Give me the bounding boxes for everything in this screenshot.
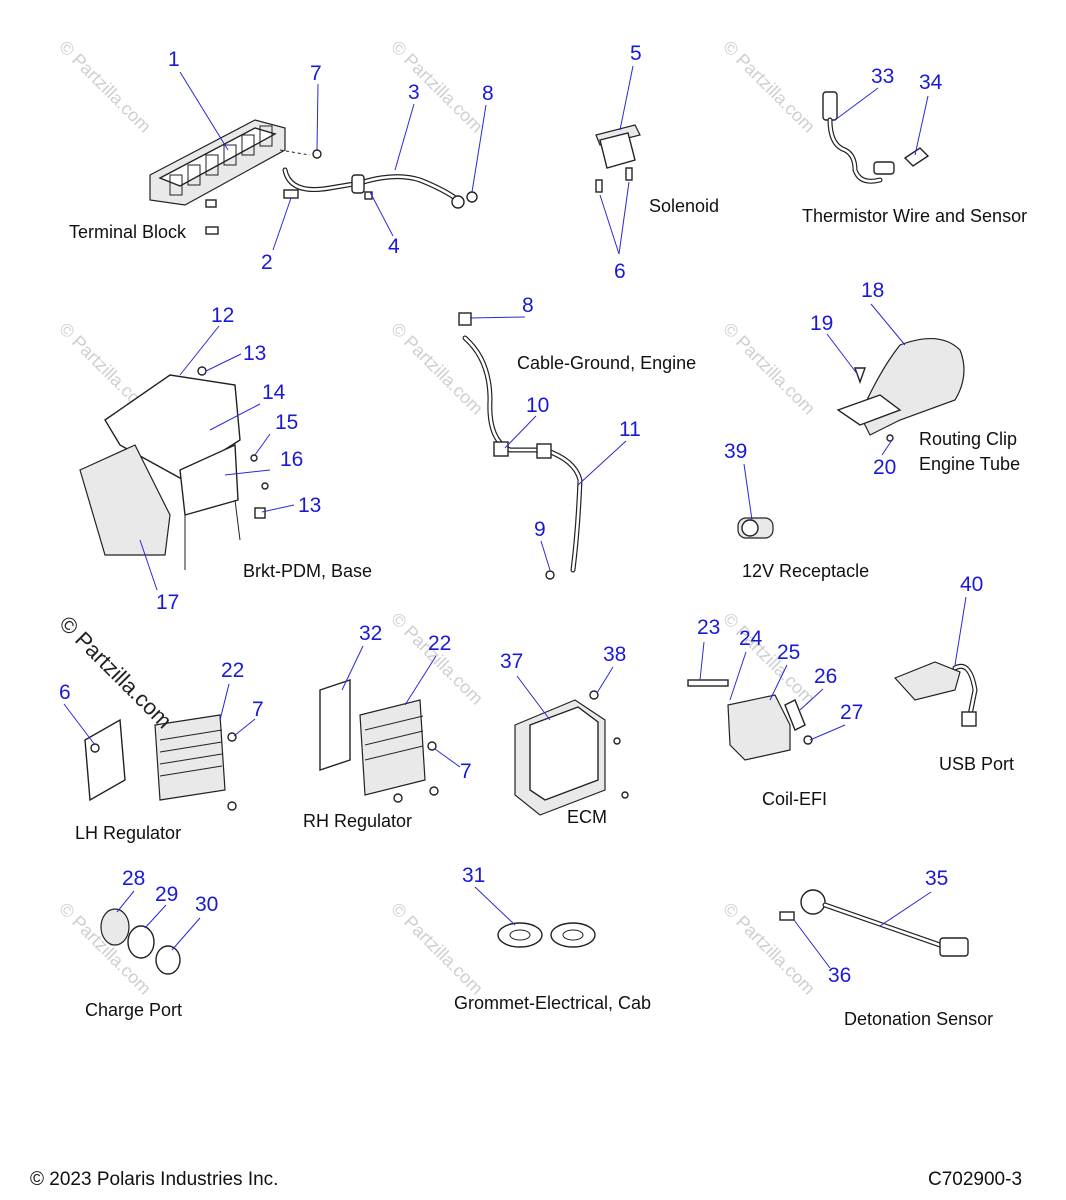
callout-number: 7 (310, 62, 322, 85)
callout-number: 16 (280, 448, 303, 471)
callout-number: 28 (122, 867, 145, 890)
callout-number: 1 (168, 48, 180, 71)
callout-number: 17 (156, 591, 179, 614)
watermark: © Partzilla.com (387, 899, 487, 999)
caption-coil-efi: Coil-EFI (762, 789, 827, 809)
caption-usb-port: USB Port (939, 754, 1014, 774)
bolt-part (205, 189, 299, 235)
callout-number: 20 (873, 456, 896, 479)
callout-number: 10 (526, 394, 549, 417)
callout-number: 15 (275, 411, 298, 434)
ground-cable-group (458, 312, 583, 580)
callout-number: 2 (261, 251, 273, 274)
callout-number: 30 (195, 893, 218, 916)
caption-cable-ground: Cable-Ground, Engine (517, 353, 696, 373)
callout-number: 38 (603, 643, 626, 666)
callout-number: 22 (428, 632, 451, 655)
caption-solenoid: Solenoid (649, 196, 719, 216)
callout-number: 14 (262, 381, 286, 404)
leader-lines (63, 65, 967, 969)
callout-number: 11 (619, 418, 641, 441)
callout-number: 18 (861, 279, 884, 302)
watermark: © Partzilla.com (719, 609, 819, 709)
caption-brkt-pdm: Brkt-PDM, Base (243, 561, 372, 581)
detonation-sensor-group (779, 889, 969, 957)
battery-cable-part (282, 167, 465, 209)
coil-efi-group (687, 679, 813, 761)
watermark: © Partzilla.com (387, 609, 487, 709)
watermark: © Partzilla.com (719, 37, 819, 137)
callout-number: 40 (960, 573, 983, 596)
watermark: © Partzilla.com (719, 899, 819, 999)
caption-terminal-block: Terminal Block (69, 222, 187, 242)
callout-number: 32 (359, 622, 382, 645)
drawing-id: C702900-3 (928, 1169, 1022, 1190)
rh-regulator-group (319, 679, 439, 803)
usb-port-group (893, 661, 978, 727)
callout-number: 27 (840, 701, 863, 724)
callout-number: 24 (739, 627, 763, 650)
callout-number: 22 (221, 659, 244, 682)
callout-number: 3 (408, 81, 420, 104)
callout-number: 36 (828, 964, 851, 987)
callout-number: 37 (500, 650, 523, 673)
watermark: © Partzilla.com (387, 37, 487, 137)
routing-clip-group (836, 337, 965, 442)
callout-number: 19 (810, 312, 833, 335)
callout-number: 12 (211, 304, 234, 327)
caption-rh-regulator: RH Regulator (303, 811, 412, 831)
callout-number: 23 (697, 616, 720, 639)
callout-number: 8 (522, 294, 534, 317)
callout-numbers: 1 2 3 4 5 6 6 7 7 7 8 8 9 10 11 12 13 13… (59, 42, 983, 987)
solenoid-group (595, 124, 641, 193)
callout-number: 9 (534, 518, 546, 541)
caption-ecm: ECM (567, 807, 607, 827)
grommet-group (497, 922, 596, 948)
callout-number: 7 (460, 760, 472, 783)
caption-charge-port: Charge Port (85, 1000, 182, 1020)
callout-number: 7 (252, 698, 264, 721)
nut-part (466, 191, 478, 203)
copyright-footer: © 2023 Polaris Industries Inc. (30, 1169, 278, 1190)
caption-lh-regulator: LH Regulator (75, 823, 181, 843)
terminal-block-group (149, 119, 478, 235)
watermark: © Partzilla.com (719, 319, 819, 419)
callout-number: 29 (155, 883, 178, 906)
callout-number: 8 (482, 82, 494, 105)
caption-detonation-sensor: Detonation Sensor (844, 1009, 993, 1029)
captions: Terminal Block Solenoid Thermistor Wire … (69, 196, 1027, 1029)
caption-thermistor: Thermistor Wire and Sensor (802, 206, 1027, 226)
caption-routing-clip: Routing Clip (919, 429, 1017, 449)
callout-number: 39 (724, 440, 747, 463)
caption-12v-receptacle: 12V Receptacle (742, 561, 869, 581)
caption-engine-tube: Engine Tube (919, 454, 1020, 474)
nut-part (312, 149, 322, 159)
callout-number: 31 (462, 864, 485, 887)
charge-port-group (100, 908, 181, 975)
receptacle-group (737, 517, 774, 539)
callout-number: 35 (925, 867, 948, 890)
caption-grommet: Grommet-Electrical, Cab (454, 993, 651, 1013)
thermistor-group (822, 91, 930, 184)
callout-number: 13 (243, 342, 266, 365)
watermark: © Partzilla.com (55, 37, 155, 137)
callout-number: 25 (777, 641, 800, 664)
ecm-group (514, 690, 629, 816)
callout-number: 5 (630, 42, 642, 65)
callout-number: 26 (814, 665, 837, 688)
callout-number: 6 (59, 681, 71, 704)
pdm-bracket-group (79, 366, 269, 570)
callout-number: 33 (871, 65, 894, 88)
callout-number: 6 (614, 260, 626, 283)
callout-number: 13 (298, 494, 321, 517)
callout-number: 34 (919, 71, 943, 94)
callout-number: 4 (388, 235, 400, 258)
lh-regulator-group (84, 714, 237, 811)
terminal-block-part (149, 119, 311, 206)
watermark: © Partzilla.com (387, 319, 487, 419)
